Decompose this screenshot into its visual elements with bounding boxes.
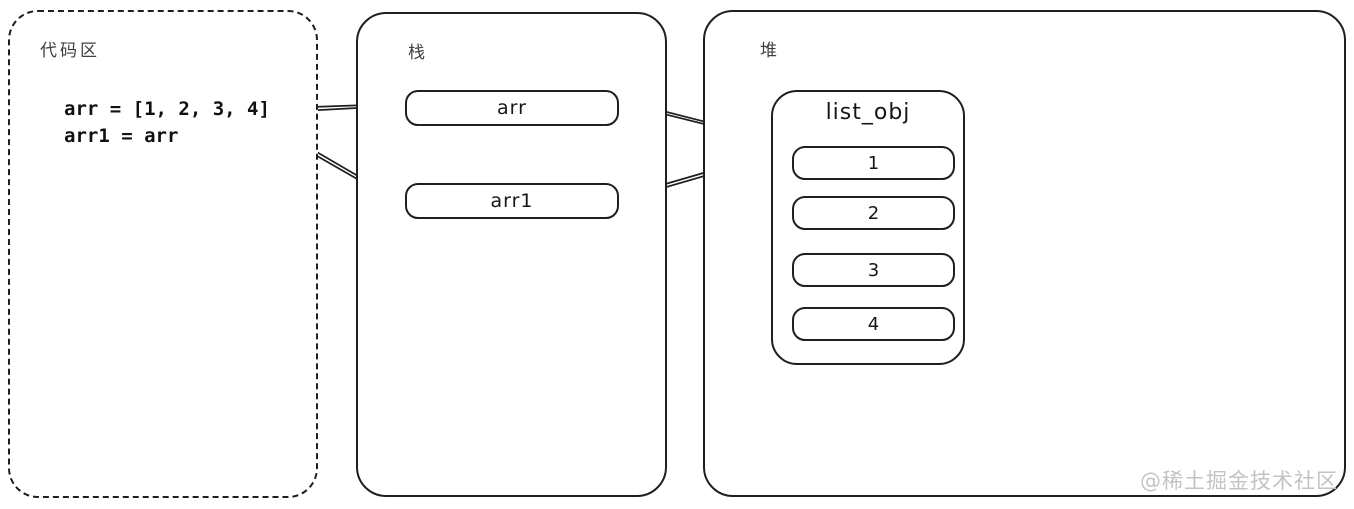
list-item: 2	[792, 196, 955, 230]
stack-slot-arr-label: arr	[497, 97, 527, 119]
list-item: 1	[792, 146, 955, 180]
list-obj-title: list_obj	[825, 100, 911, 125]
list-item: 3	[792, 253, 955, 287]
stack-slot-arr1: arr1	[405, 183, 619, 219]
watermark: @稀土掘金技术社区	[1140, 469, 1338, 493]
list-item: 4	[792, 307, 955, 341]
heap-box: 堆 list_obj 1 2 3 4	[703, 10, 1346, 497]
heap-label: 堆	[760, 41, 780, 61]
stack-label: 栈	[408, 43, 428, 63]
stack-slot-arr1-label: arr1	[490, 190, 534, 212]
code-area-label: 代码区	[40, 41, 100, 61]
list-item-value: 2	[867, 202, 880, 224]
code-line-arr: arr = [1, 2, 3, 4]	[64, 98, 270, 120]
heap-list-obj: list_obj 1 2 3 4	[771, 90, 965, 365]
list-item-value: 4	[867, 313, 880, 335]
stack-box: 栈 arr arr1	[356, 12, 667, 497]
stack-slot-arr: arr	[405, 90, 619, 126]
code-area-box: 代码区 arr = [1, 2, 3, 4] arr1 = arr	[8, 10, 318, 498]
code-block: arr = [1, 2, 3, 4] arr1 = arr	[64, 96, 270, 150]
list-item-value: 1	[867, 152, 880, 174]
code-line-arr1: arr1 = arr	[64, 125, 179, 147]
list-item-value: 3	[867, 259, 880, 281]
